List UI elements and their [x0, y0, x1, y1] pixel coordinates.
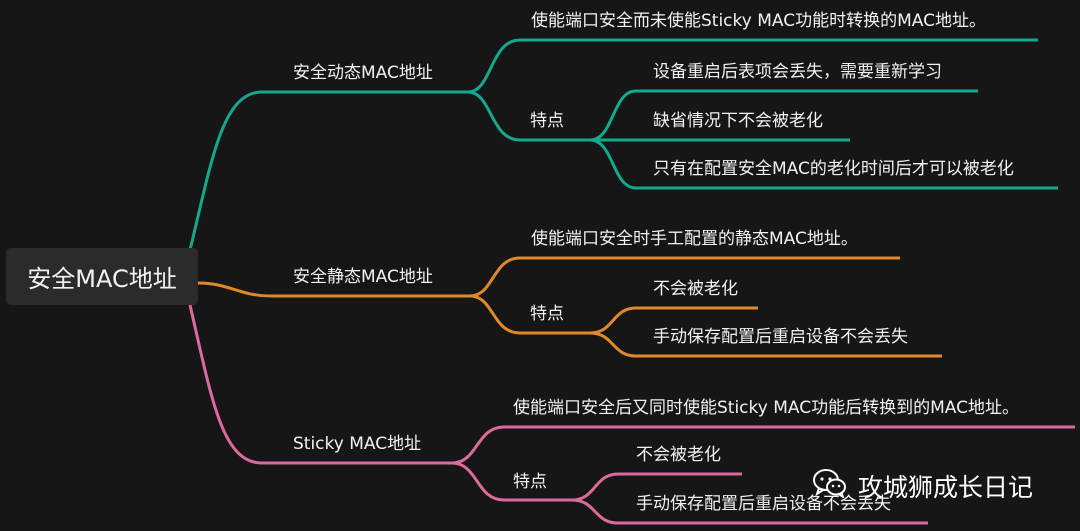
branch-static-feature-label[interactable]: 特点 — [530, 304, 564, 324]
branch-sticky-label[interactable]: Sticky MAC地址 — [293, 434, 422, 454]
branch-dynamic-definition[interactable]: 使能端口安全而未使能Sticky MAC功能时转换的MAC地址。 — [531, 11, 986, 31]
connector-dynamic-def — [467, 38, 1038, 94]
connector-dynamic-f1 — [589, 89, 978, 142]
branch-sticky-feature-1[interactable]: 不会被老化 — [636, 445, 721, 465]
branch-dynamic-label[interactable]: 安全动态MAC地址 — [293, 63, 433, 83]
connector-dynamic-feature — [467, 90, 590, 142]
branch-dynamic-feature-label[interactable]: 特点 — [530, 111, 564, 131]
connector-static-f2 — [589, 331, 942, 358]
branch-sticky-feature-label[interactable]: 特点 — [513, 472, 547, 492]
connector-sticky-feature — [451, 461, 572, 502]
connector-static-feature — [469, 294, 590, 335]
branch-static-label[interactable]: 安全静态MAC地址 — [293, 267, 433, 287]
root-node[interactable]: 安全MAC地址 — [6, 248, 198, 305]
connector-root-sticky — [188, 304, 263, 465]
connector-root-dynamic — [188, 90, 263, 251]
branch-dynamic-feature-1[interactable]: 设备重启后表项会丢失，需要重新学习 — [653, 62, 942, 82]
connector-static-f1 — [589, 306, 758, 335]
branch-dynamic-feature-2[interactable]: 缺省情况下不会被老化 — [653, 111, 823, 131]
connector-sticky-def — [451, 425, 1075, 465]
branch-sticky-definition[interactable]: 使能端口安全后又同时使能Sticky MAC功能后转换到的MAC地址。 — [513, 398, 1019, 418]
branch-static-feature-2[interactable]: 手动保存配置后重启设备不会丢失 — [653, 327, 908, 347]
connector-root-static — [197, 281, 273, 298]
connector-sticky-f1 — [571, 472, 742, 502]
watermark: 攻城狮成长日记 — [812, 468, 1033, 504]
root-label: 安全MAC地址 — [27, 265, 177, 293]
branch-static-feature-1[interactable]: 不会被老化 — [653, 279, 738, 299]
branch-sticky-feature-2[interactable]: 手动保存配置后重启设备不会丢失 — [636, 494, 891, 514]
connector-sticky-f2 — [571, 498, 928, 525]
connector-static-def — [469, 256, 900, 298]
connector-dynamic-f3 — [589, 138, 1058, 190]
branch-dynamic-feature-3[interactable]: 只有在配置安全MAC的老化时间后才可以被老化 — [653, 159, 1014, 179]
watermark-text: 攻城狮成长日记 — [858, 473, 1034, 502]
branch-static-definition[interactable]: 使能端口安全时手工配置的静态MAC地址。 — [531, 229, 858, 249]
wechat-icon — [812, 468, 848, 504]
